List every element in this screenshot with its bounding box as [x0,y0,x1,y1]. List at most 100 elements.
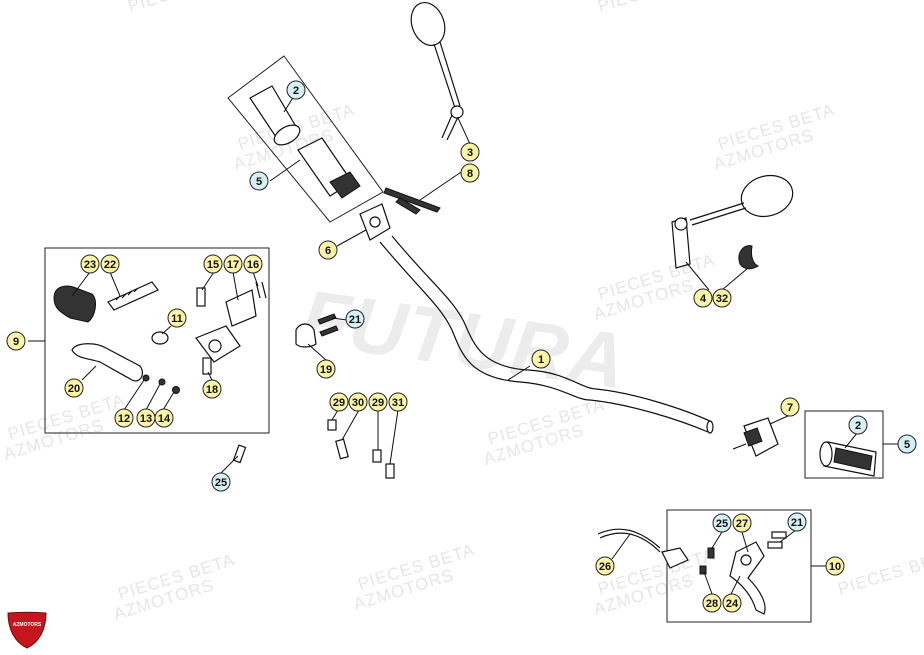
callout-31: 31 [388,392,408,412]
callout-circle [388,392,408,412]
throttle-clamp [359,203,391,241]
wire-clip [738,245,759,270]
callout-label: 3 [467,147,473,159]
callout-label: 10 [829,561,841,573]
callout-circle [780,397,800,417]
callout-label: 7 [787,402,793,414]
callout-circle [368,392,388,412]
callout-23: 23 [80,254,100,274]
watermark-line1: PIECES BETA [836,545,924,599]
group-box-left-grip [227,55,384,223]
callout-circle [848,415,868,435]
callout-label: 20 [68,383,80,395]
callout-circle [722,593,742,613]
callout-8: 8 [460,163,480,183]
left-grip [249,85,301,146]
callout-circle [202,379,222,399]
callout-circle [787,512,807,532]
left-lever-assembly [53,281,317,394]
mirror-right [671,174,794,269]
callout-circle [80,254,100,274]
callout-17: 17 [223,254,243,274]
callout-label: 27 [736,518,748,530]
leader-lines [71,95,859,595]
callout-22: 22 [100,254,120,274]
callout-circle [897,434,917,454]
callout-18: 18 [202,379,222,399]
callout-circle [114,408,134,428]
callout-32: 32 [712,288,732,308]
callout-label: 18 [206,384,218,396]
callout-label: 13 [140,413,152,425]
callout-29: 29 [329,392,349,412]
callout-label: 23 [84,259,96,271]
cable-tie [383,187,441,215]
watermark-line1: PIECES BETA [596,0,717,16]
callout-label: 26 [599,561,611,573]
callout-label: 19 [320,364,332,376]
callout-label: 2 [855,420,861,432]
callout-circle [531,349,551,369]
callout-label: 32 [716,293,728,305]
callout-19: 19 [316,359,336,379]
callout-circle [345,309,365,329]
callout-circle [64,378,84,398]
callout-circle [100,254,120,274]
callout-label: 6 [325,245,331,257]
callout-6: 6 [318,240,338,260]
callout-label: 12 [118,413,130,425]
callout-1: 1 [531,349,551,369]
callout-label: 29 [372,397,384,409]
callout-21: 21 [345,309,365,329]
watermark-big-mark: FUTURA [296,273,632,406]
callout-label: 2 [293,85,299,97]
callout-label: 21 [349,314,361,326]
callout-label: 11 [171,313,183,325]
callout-20: 20 [64,378,84,398]
callout-label: 21 [791,517,803,529]
callout-13: 13 [136,408,156,428]
callout-9: 9 [6,331,26,351]
callout-label: 4 [700,293,707,305]
callout-3: 3 [460,142,480,162]
callout-label: 17 [227,259,239,271]
callout-circle [460,163,480,183]
right-switch-housing [732,417,779,457]
callout-7: 7 [780,397,800,417]
callout-circle [223,254,243,274]
callout-label: 24 [726,598,739,610]
handlebar [379,235,714,434]
callout-label: 8 [467,168,473,180]
callout-label: 30 [352,397,364,409]
callout-circle [702,593,722,613]
callout-label: 9 [13,336,19,348]
azmotors-logo: AZMOTORS [7,611,47,649]
callout-30: 30 [348,392,368,412]
callout-4: 4 [693,288,713,308]
callout-circle [316,359,336,379]
callout-label: 29 [333,397,345,409]
callout-label: 14 [158,413,171,425]
callout-circle [348,392,368,412]
watermark-layer: PIECES BETA AZMOTORS PIECES BETA AZMOTOR… [1,0,924,624]
callout-11: 11 [167,308,187,328]
right-lever-assembly [597,528,787,615]
logo-text: AZMOTORS [13,622,42,628]
callout-25: 25 [712,513,732,533]
right-grip [819,441,877,477]
callout-circle [286,80,306,100]
callout-circle [595,556,615,576]
callout-label: 25 [716,518,728,530]
callout-label: 5 [904,439,910,451]
callout-circle [243,254,263,274]
callout-12: 12 [114,408,134,428]
callout-10: 10 [825,556,845,576]
callout-5: 5 [897,434,917,454]
callout-circle [203,254,223,274]
clamp-screws [317,313,339,337]
callout-2: 2 [286,80,306,100]
callout-27: 27 [732,513,752,533]
callout-24: 24 [722,593,742,613]
callout-circle [154,408,174,428]
